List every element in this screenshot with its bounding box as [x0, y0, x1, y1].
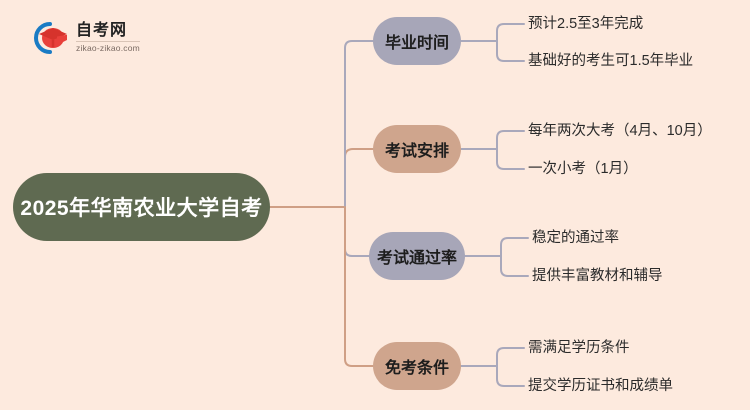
- mindmap-branch-node-exemption[interactable]: 免考条件: [373, 342, 461, 390]
- mindmap-leaf-node[interactable]: 需满足学历条件: [528, 340, 630, 356]
- mindmap-leaf-node[interactable]: 基础好的考生可1.5年毕业: [528, 53, 694, 69]
- logo-title: 自考网: [76, 22, 128, 40]
- logo-subtitle: zikao-zikao.com: [76, 41, 140, 54]
- mindmap-leaf-node[interactable]: 一次小考（1月）: [528, 161, 638, 177]
- mindmap-leaf-node[interactable]: 预计2.5至3年完成: [528, 16, 644, 32]
- mindmap-root-node[interactable]: 2025年华南农业大学自考: [13, 173, 270, 241]
- mindmap-branch-node-exam-schedule[interactable]: 考试安排: [373, 125, 461, 173]
- mindmap-branch-node-graduation-time[interactable]: 毕业时间: [373, 17, 461, 65]
- mindmap-leaf-node[interactable]: 每年两次大考（4月、10月）: [528, 123, 712, 139]
- mindmap-leaf-node[interactable]: 稳定的通过率: [532, 230, 619, 246]
- site-logo: 自考网 zikao-zikao.com: [28, 16, 160, 60]
- logo-text: 自考网 zikao-zikao.com: [76, 23, 140, 53]
- mindmap-leaf-node[interactable]: 提交学历证书和成绩单: [528, 378, 673, 394]
- mindmap-leaf-node[interactable]: 提供丰富教材和辅导: [532, 268, 663, 284]
- mindmap-branch-node-pass-rate[interactable]: 考试通过率: [369, 232, 465, 280]
- graduation-cap-icon: [28, 20, 70, 56]
